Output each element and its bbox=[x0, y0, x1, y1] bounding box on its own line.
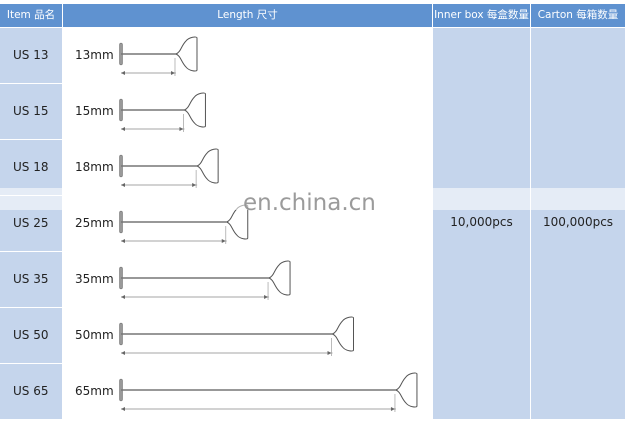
staple-paddle bbox=[332, 316, 354, 352]
staple-drawing bbox=[119, 372, 418, 412]
header-inner-box: Inner box 每盒数量 bbox=[433, 4, 530, 27]
length-cell: 13mm bbox=[63, 28, 432, 84]
watermark-band bbox=[0, 188, 625, 210]
header-carton: Carton 每箱数量 bbox=[531, 4, 625, 27]
length-label: 18mm bbox=[75, 160, 114, 174]
length-cell: 65mm bbox=[63, 364, 432, 420]
staple-drawing bbox=[119, 260, 291, 300]
length-cell: 15mm bbox=[63, 84, 432, 140]
item-cell: US 15 bbox=[0, 84, 62, 139]
length-label: 50mm bbox=[75, 328, 114, 342]
length-label: 25mm bbox=[75, 216, 114, 230]
item-cell: US 35 bbox=[0, 252, 62, 307]
inner-box-qty: 10,000pcs bbox=[450, 215, 513, 229]
carton-cell: 100,000pcs bbox=[531, 28, 625, 419]
staple-drawing bbox=[119, 148, 219, 188]
staple-drawing bbox=[119, 92, 206, 132]
staple-drawing bbox=[119, 204, 249, 244]
header-length: Length 尺寸 bbox=[63, 4, 432, 27]
item-cell: US 50 bbox=[0, 308, 62, 363]
staple-paddle bbox=[226, 204, 249, 240]
length-cell: 35mm bbox=[63, 252, 432, 308]
staple-paddle bbox=[175, 36, 198, 72]
header-item: Item 品名 bbox=[0, 4, 62, 27]
carton-qty: 100,000pcs bbox=[542, 215, 614, 229]
staple-paddle bbox=[268, 260, 291, 296]
length-cell: 50mm bbox=[63, 308, 432, 364]
staple-paddle bbox=[196, 148, 219, 184]
staple-paddle bbox=[184, 92, 206, 128]
staple-paddle bbox=[395, 372, 418, 408]
staple-drawing bbox=[119, 36, 198, 76]
item-cell: US 18 bbox=[0, 140, 62, 195]
length-label: 65mm bbox=[75, 384, 114, 398]
item-cell: US 65 bbox=[0, 364, 62, 419]
item-cell: US 13 bbox=[0, 28, 62, 83]
length-label: 13mm bbox=[75, 48, 114, 62]
watermark: en.china.cn bbox=[243, 190, 376, 216]
length-label: 15mm bbox=[75, 104, 114, 118]
inner-box-cell: 10,000pcs bbox=[433, 28, 530, 419]
length-label: 35mm bbox=[75, 272, 114, 286]
length-cell: 18mm bbox=[63, 140, 432, 196]
staple-drawing bbox=[119, 316, 354, 356]
